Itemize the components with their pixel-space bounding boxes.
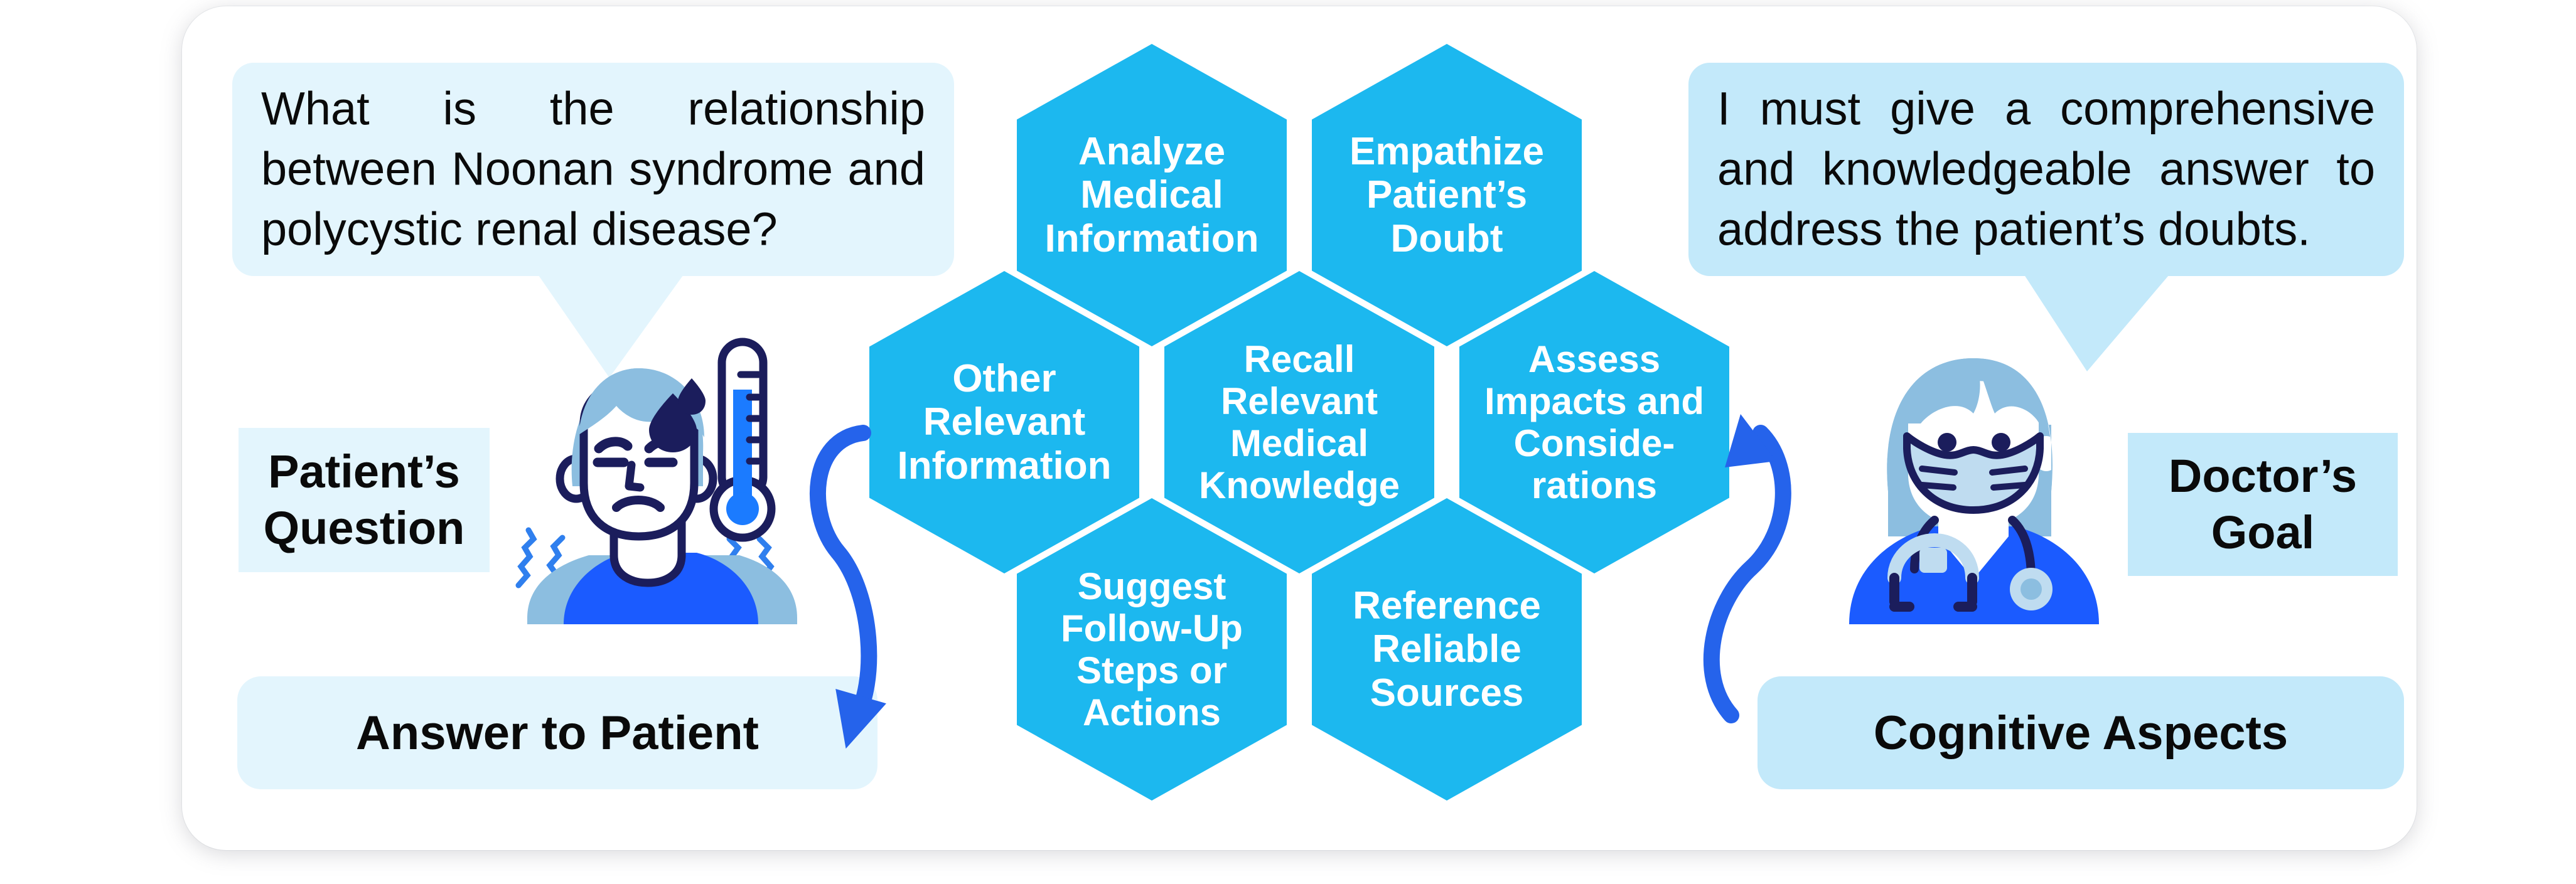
cognitive-aspects-text: Cognitive Aspects — [1873, 706, 2289, 760]
doctor-goal-bubble: I must give a comprehensive and knowledg… — [1688, 63, 2404, 276]
patients-question-label: Patient’s Question — [239, 428, 490, 572]
answer-to-patient-bar: Answer to Patient — [237, 676, 877, 789]
patient-nose — [625, 461, 645, 492]
patient-shirt — [564, 553, 758, 624]
stethoscope-icon — [1887, 516, 2053, 612]
cognitive-aspects-bar: Cognitive Aspects — [1758, 676, 2404, 789]
doctor-eye-right — [1992, 433, 2010, 452]
patient-question-text: What is the relationship between Noonan … — [261, 82, 925, 256]
doctor-eye-left — [1938, 433, 1956, 452]
doctor-hair-right — [1973, 358, 2053, 491]
label-line-1: Doctor’s — [2168, 449, 2358, 502]
label-line-1: Patient’s — [268, 445, 460, 498]
doctors-goal-label-text: Doctor’s Goal — [2169, 448, 2357, 562]
thermometer-icon — [709, 338, 776, 542]
doctor-hair-left — [1887, 358, 1980, 491]
label-line-2: Question — [263, 502, 465, 554]
answer-to-patient-text: Answer to Patient — [356, 706, 759, 760]
patients-question-label-text: Patient’s Question — [264, 444, 465, 557]
surgical-mask-icon — [1903, 432, 2044, 514]
patient-question-bubble: What is the relationship between Noonan … — [232, 63, 954, 276]
label-line-2: Goal — [2211, 506, 2315, 558]
doctors-goal-label: Doctor’s Goal — [2128, 433, 2398, 576]
sweat-drop-small-icon — [678, 378, 706, 415]
doctor-goal-text: I must give a comprehensive and knowledg… — [1717, 82, 2375, 256]
patient-illustration — [515, 338, 797, 624]
patient-mouth — [612, 496, 665, 512]
doctor-illustration — [1849, 358, 2099, 624]
